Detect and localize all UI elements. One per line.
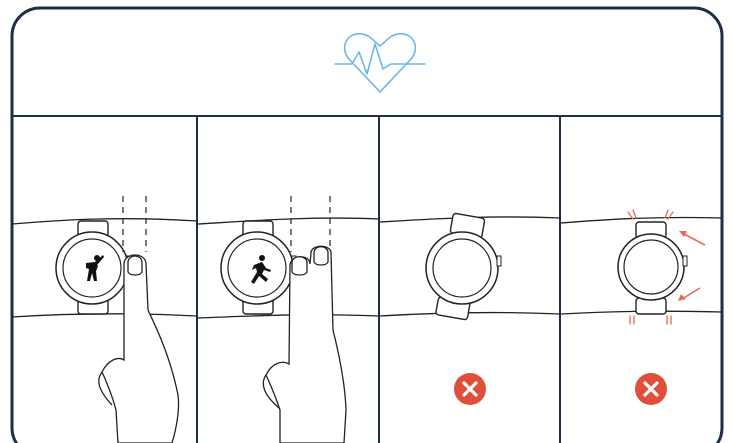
watch-face	[624, 240, 678, 294]
x-mark-icon	[454, 373, 486, 405]
x-mark-icon	[635, 373, 667, 405]
watch-face	[433, 239, 491, 297]
watch-button	[683, 256, 687, 266]
watch-button	[497, 256, 501, 266]
